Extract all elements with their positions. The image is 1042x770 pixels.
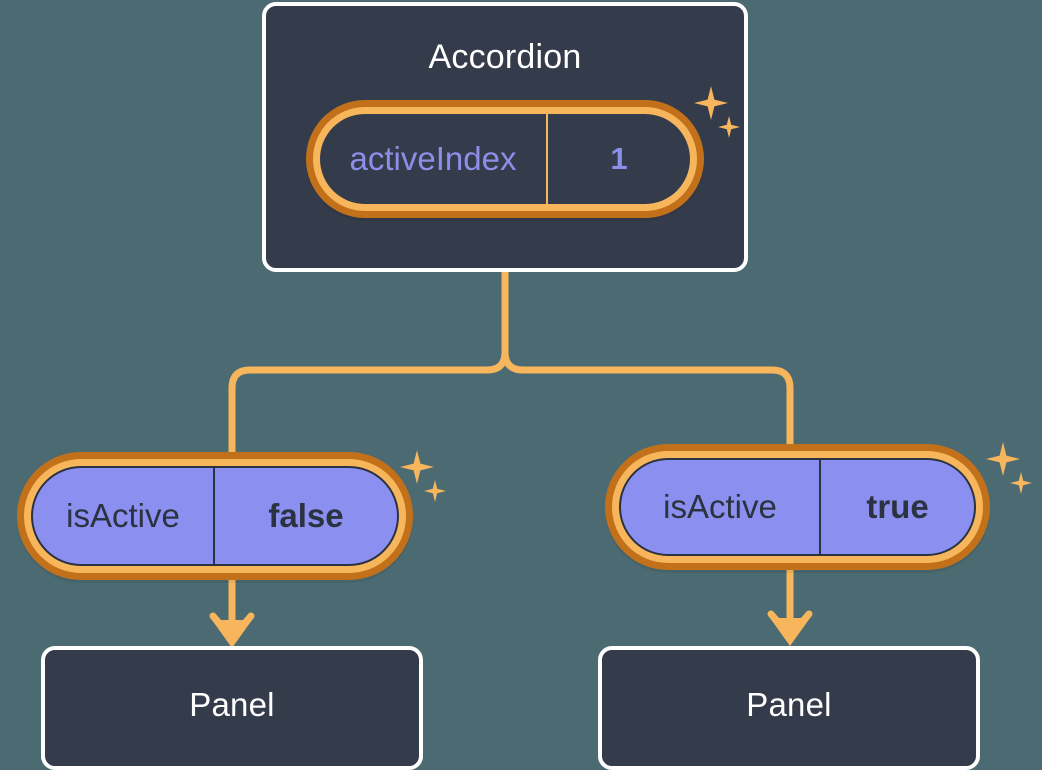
pill-divider	[213, 468, 215, 564]
sparkle-group-right	[982, 436, 1042, 506]
panel-title-left: Panel	[189, 686, 275, 723]
prop-pill-isactive-false[interactable]: isActive false	[17, 452, 413, 580]
sparkle-icon	[986, 442, 1020, 476]
pill-ring-inner: activeIndex 1	[313, 107, 697, 211]
prop-pill-isactive-true[interactable]: isActive true	[605, 444, 990, 570]
prop-value-label: false	[268, 497, 344, 534]
arrow-down-icon-left	[209, 578, 255, 648]
pill-ring-inner: isActive true	[612, 451, 983, 563]
pill-body: isActive false	[31, 466, 399, 566]
state-value-label: 1	[610, 141, 628, 176]
sparkle-small-icon	[424, 480, 446, 502]
connector-root-to-branches	[228, 268, 509, 456]
panel-title-right: Panel	[746, 686, 832, 723]
connector-root-to-branch-right	[501, 348, 794, 456]
prop-value-label: true	[866, 488, 929, 525]
page-title: Accordion	[428, 38, 582, 76]
node-panel-left[interactable]: Panel	[41, 646, 423, 770]
pill-divider	[546, 114, 548, 204]
prop-key-label: isActive	[663, 488, 777, 525]
pill-body: activeIndex 1	[320, 114, 690, 204]
arrow-down-icon-right	[767, 570, 813, 646]
prop-key-label: isActive	[66, 497, 180, 534]
state-key-label: activeIndex	[349, 140, 517, 177]
node-panel-right[interactable]: Panel	[598, 646, 980, 770]
state-pill-activeindex[interactable]: activeIndex 1	[306, 100, 704, 218]
sparkle-icon	[400, 450, 434, 484]
pill-divider	[819, 460, 821, 554]
pill-ring-inner: isActive false	[24, 459, 406, 573]
sparkle-small-icon	[1010, 472, 1032, 494]
pill-body: isActive true	[619, 458, 976, 556]
